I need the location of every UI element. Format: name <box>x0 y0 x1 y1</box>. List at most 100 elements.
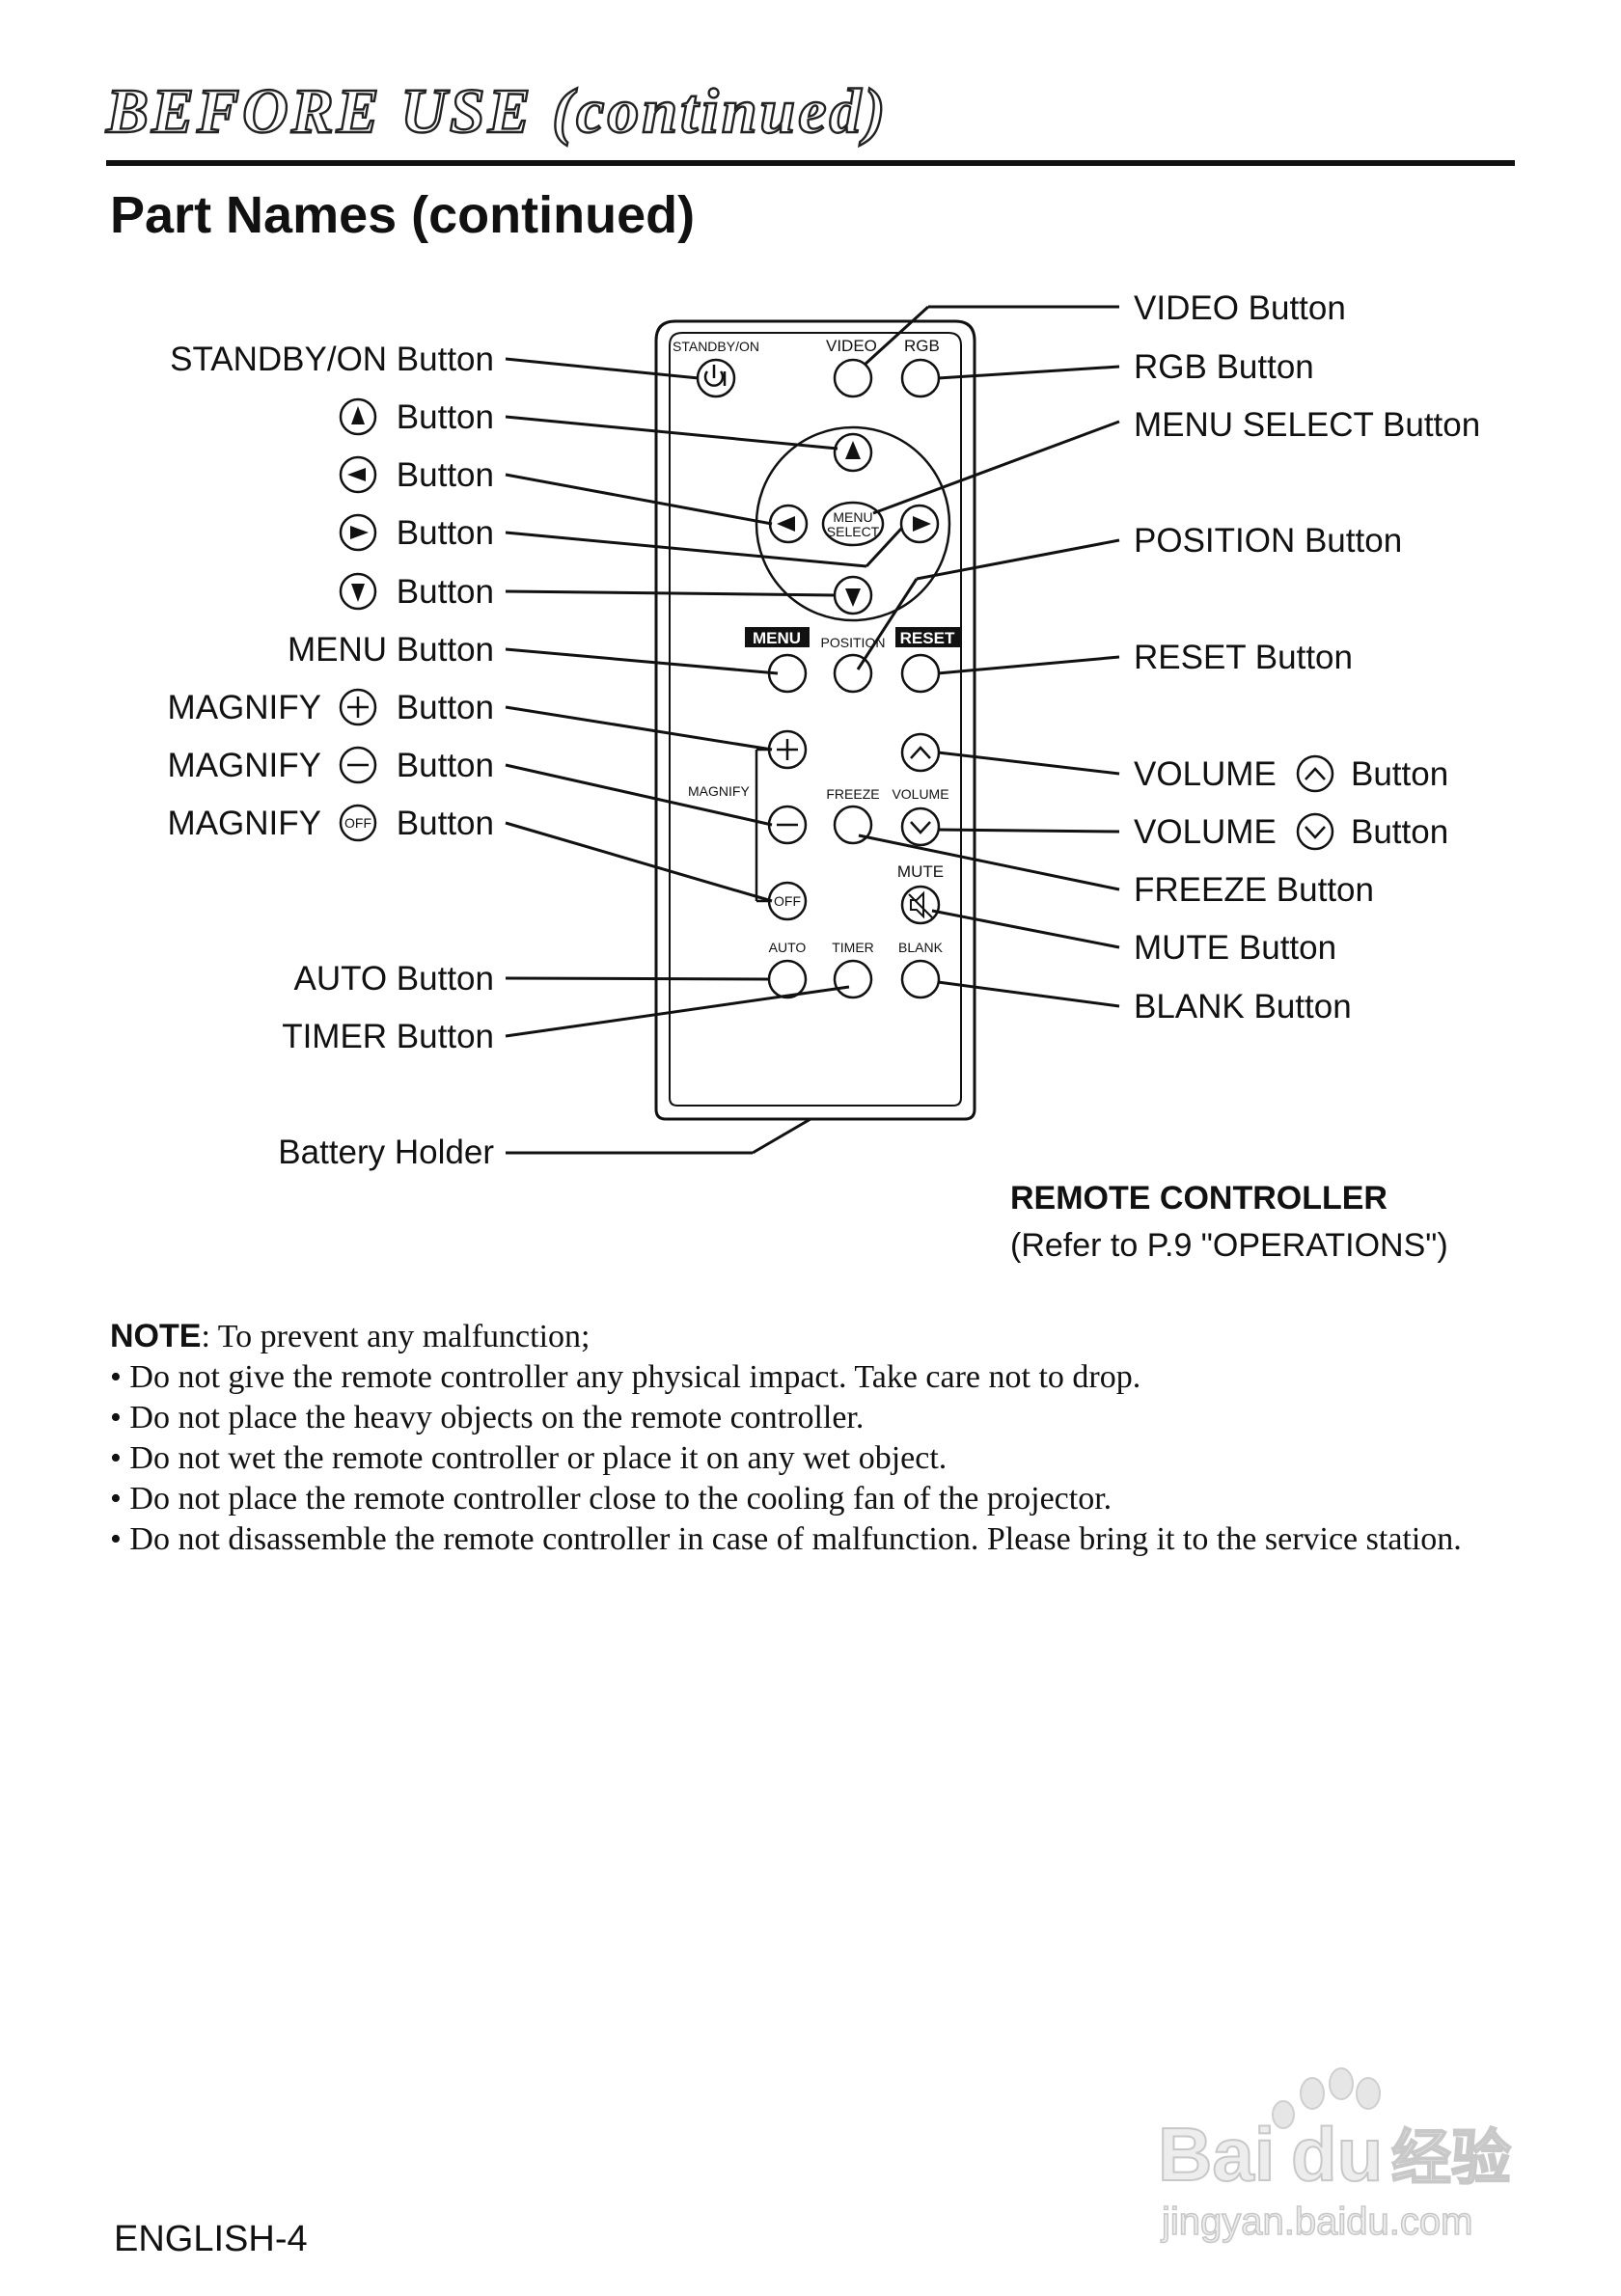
down-arrow-icon <box>845 588 861 607</box>
label-mute-button: MUTE Button <box>1134 929 1336 967</box>
note-item: • Do not wet the remote controller or pl… <box>110 1440 948 1476</box>
note-intro: NOTE: To prevent any malfunction; <box>110 1316 1499 1357</box>
svg-text:Button: Button <box>397 747 494 784</box>
left-leader-lines <box>505 357 903 1155</box>
svg-text:Button: Button <box>397 689 494 726</box>
reset-button[interactable] <box>900 653 941 694</box>
right-leader-lines <box>856 305 1120 1008</box>
label-reset-button: RESET Button <box>1134 639 1353 676</box>
volume-down-button[interactable] <box>900 806 941 847</box>
header-rule <box>106 160 1515 166</box>
remote-text-menu-select-2: SELECT <box>827 524 880 539</box>
label-rgb-button: RGB Button <box>1134 348 1314 386</box>
standby-button[interactable] <box>696 358 736 398</box>
watermark-brand: Bai <box>1158 2112 1275 2197</box>
video-button[interactable] <box>833 358 873 398</box>
up-arrow-icon <box>845 441 861 459</box>
position-button[interactable] <box>833 653 873 694</box>
chevron-down-icon <box>910 821 931 834</box>
svg-text:VOLUME: VOLUME <box>1134 813 1277 851</box>
remote-text-freeze: FREEZE <box>826 786 879 802</box>
label-left-button: Button <box>339 455 494 494</box>
svg-text:Button: Button <box>1351 813 1448 851</box>
remote-diagram: STANDBY/ON VIDEO RGB MENU SELECT MENU PO… <box>168 289 1481 1264</box>
watermark-url: jingyan.baidu.com <box>1161 2200 1472 2243</box>
menu-label-box <box>745 627 810 647</box>
baidu-watermark: Bai du 经验 jingyan.baidu.com <box>1157 2067 1512 2244</box>
svg-text:Button: Button <box>397 514 494 552</box>
label-standby-button: STANDBY/ON Button <box>170 341 494 378</box>
label-magnify-off: MAGNIFY OFF Button <box>168 804 494 842</box>
direction-ring <box>755 425 951 622</box>
chevron-down-icon <box>1305 826 1326 839</box>
chevron-up-icon <box>910 746 931 759</box>
label-magnify-plus: MAGNIFY Button <box>168 688 494 726</box>
svg-text:MAGNIFY: MAGNIFY <box>168 747 321 784</box>
label-video-button: VIDEO Button <box>1134 289 1346 327</box>
up-arrow-icon <box>351 406 365 424</box>
remote-text-reset: RESET <box>900 629 955 647</box>
watermark-brand2: du <box>1291 2112 1383 2197</box>
down-arrow-icon <box>351 584 365 602</box>
label-magnify-minus: MAGNIFY Button <box>168 746 494 784</box>
note-block: NOTE: To prevent any malfunction; • Do n… <box>110 1316 1499 1560</box>
remote-text-off: OFF <box>774 893 801 909</box>
freeze-button[interactable] <box>833 805 873 845</box>
right-arrow-icon <box>350 526 369 539</box>
remote-text-video: VIDEO <box>826 337 877 355</box>
svg-text:MAGNIFY: MAGNIFY <box>168 689 321 726</box>
remote-text-mute: MUTE <box>897 862 944 881</box>
note-item: • Do not place the heavy objects on the … <box>110 1400 865 1435</box>
note-item: • Do not disassemble the remote controll… <box>110 1521 1462 1557</box>
remote-text-menu: MENU <box>753 629 801 647</box>
label-freeze-button: FREEZE Button <box>1134 871 1374 909</box>
power-icon <box>703 365 727 387</box>
volume-up-button[interactable] <box>900 732 941 773</box>
plus-icon <box>777 739 798 760</box>
section-header: BEFORE USE (continued) <box>105 75 889 148</box>
remote-body <box>654 319 976 1121</box>
rgb-button[interactable] <box>900 358 941 398</box>
note-item: • Do not give the remote controller any … <box>110 1359 1141 1395</box>
label-up-button: Button <box>339 397 494 436</box>
watermark-cn: 经验 <box>1391 2122 1511 2193</box>
svg-text:VOLUME: VOLUME <box>1134 755 1277 793</box>
label-volume-down: VOLUME Button <box>1134 812 1448 851</box>
label-volume-up: VOLUME Button <box>1134 754 1448 793</box>
note-item: • Do not place the remote controller clo… <box>110 1481 1113 1517</box>
paw-icon <box>1272 2067 1381 2129</box>
timer-button[interactable] <box>833 959 873 999</box>
svg-text:Button: Button <box>1351 755 1448 793</box>
menu-select-button[interactable] <box>821 501 885 547</box>
remote-text-auto: AUTO <box>769 940 807 955</box>
remote-text-menu-select-1: MENU <box>833 509 872 525</box>
blank-button[interactable] <box>900 959 941 999</box>
caption-ref: (Refer to P.9 "OPERATIONS") <box>1010 1227 1448 1264</box>
page-number: ENGLISH-4 <box>114 2219 308 2259</box>
right-arrow-icon <box>913 516 931 532</box>
label-blank-button: BLANK Button <box>1134 988 1352 1025</box>
label-right-button: Button <box>339 513 494 552</box>
remote-text-blank: BLANK <box>898 940 944 955</box>
label-battery-holder: Battery Holder <box>278 1134 494 1171</box>
page-title: Part Names (continued) <box>110 186 696 244</box>
remote-text-magnify: MAGNIFY <box>688 783 750 799</box>
remote-inner-outline <box>669 332 962 1107</box>
svg-text:OFF: OFF <box>344 815 371 831</box>
svg-text:MAGNIFY: MAGNIFY <box>168 805 321 842</box>
svg-text:Button: Button <box>397 573 494 611</box>
caption-title: REMOTE CONTROLLER <box>1010 1180 1387 1216</box>
remote-text-position: POSITION <box>821 635 886 650</box>
remote-text-volume: VOLUME <box>892 786 948 802</box>
svg-text:Button: Button <box>397 456 494 494</box>
left-arrow-icon <box>777 516 795 532</box>
svg-text:Button: Button <box>397 398 494 436</box>
label-menu-select-button: MENU SELECT Button <box>1134 406 1480 444</box>
label-position-button: POSITION Button <box>1134 522 1402 560</box>
left-arrow-icon <box>347 468 366 481</box>
remote-text-standby: STANDBY/ON <box>673 339 759 354</box>
auto-button[interactable] <box>767 959 808 999</box>
label-down-button: Button <box>339 572 494 611</box>
note-intro-text: : To prevent any malfunction; <box>201 1319 591 1354</box>
label-auto-button: AUTO Button <box>293 960 494 998</box>
